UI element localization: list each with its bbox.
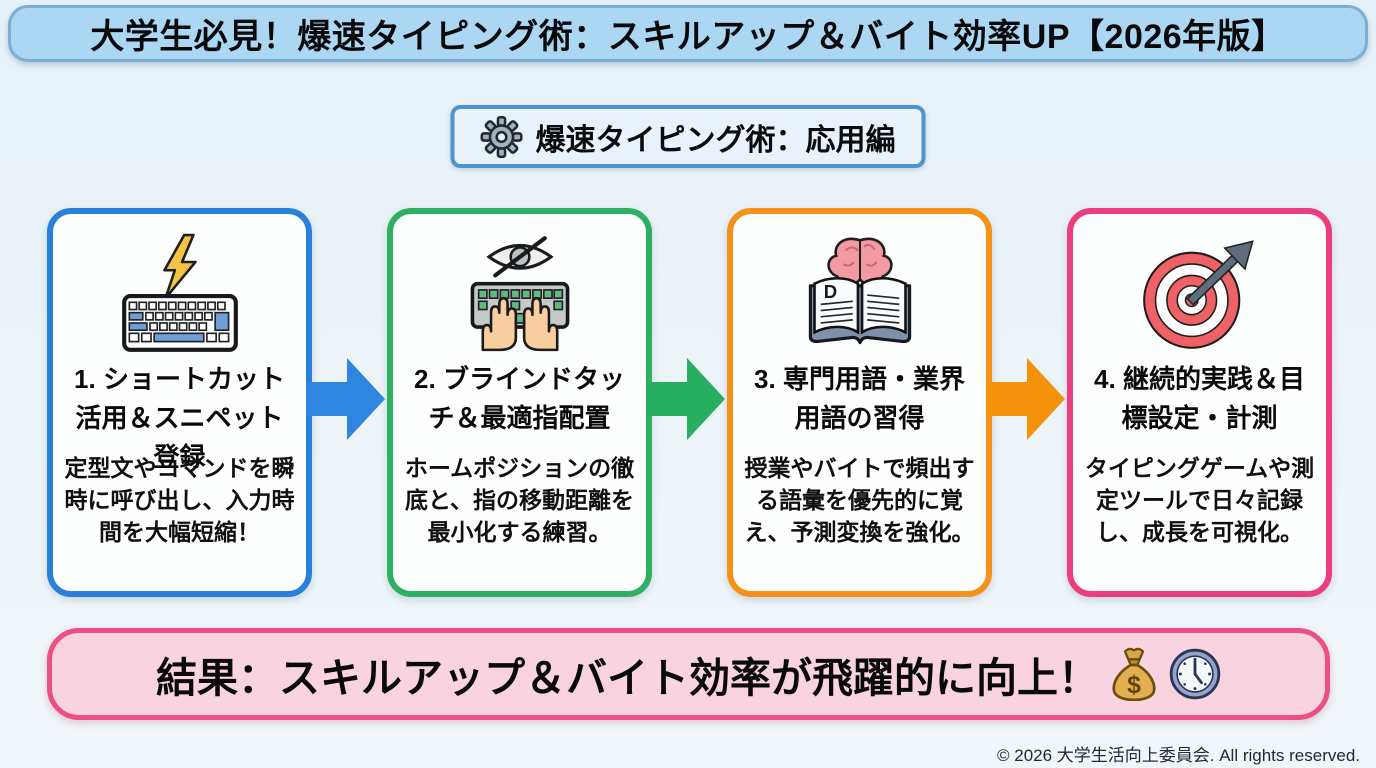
title-banner: 大学生必見！爆速タイピング術：スキルアップ＆バイト効率UP【2026年版】: [8, 5, 1368, 62]
page-title: 大学生必見！爆速タイピング術：スキルアップ＆バイト効率UP【2026年版】: [90, 18, 1286, 56]
step-title: 1. ショートカット活用＆スニペット登録: [74, 364, 285, 472]
svg-text:$: $: [1127, 672, 1141, 699]
blind-touch-keyboard-icon: [409, 226, 630, 354]
svg-text:D: D: [823, 281, 836, 302]
step-description: タイピングゲームや測定ツールで日々記録し、成長を可視化。: [1084, 455, 1315, 545]
step-description: 定型文やコマンドを瞬時に呼び出し、入力時間を大幅短縮！: [64, 455, 295, 545]
clock-icon: [1169, 648, 1221, 700]
step-description: ホームポジションの徹底と、指の移動距離を最小化する練習。: [404, 455, 635, 545]
money-bag-icon: $: [1109, 647, 1159, 701]
subheader-box: 爆速タイピング術：応用編: [450, 105, 926, 168]
gear-icon: [480, 115, 523, 158]
step-card-2: 2. ブラインドタッチ＆最適指配置 ホームポジションの徹底と、指の移動距離を最小…: [387, 208, 652, 597]
target-arrow-icon: [1089, 226, 1310, 354]
copyright-text: © 2026 大学生活向上委員会. All rights reserved.: [996, 746, 1360, 765]
flow-arrow-2: [646, 358, 725, 440]
flow-arrow-1: [306, 358, 385, 440]
step-description: 授業やバイトで頻出する語彙を優先的に覚え、予測変換を強化。: [744, 455, 975, 545]
result-text: 結果：スキルアップ＆バイト効率が飛躍的に向上！: [156, 655, 1099, 701]
result-banner: 結果：スキルアップ＆バイト効率が飛躍的に向上！ $: [47, 628, 1330, 720]
step-title: 4. 継続的実践＆目標設定・計測: [1094, 364, 1305, 433]
step-title: 2. ブラインドタッチ＆最適指配置: [414, 364, 625, 433]
step-card-4: 4. 継続的実践＆目標設定・計測 タイピングゲームや測定ツールで日々記録し、成長…: [1067, 208, 1332, 597]
step-title: 3. 専門用語・業界用語の習得: [754, 364, 965, 433]
book-brain-icon: D: [749, 226, 970, 354]
step-card-1: 1. ショートカット活用＆スニペット登録 定型文やコマンドを瞬時に呼び出し、入力…: [47, 208, 312, 597]
keyboard-lightning-icon: [69, 226, 290, 354]
step-card-3: D 3. 専門用語・業界用語の習得 授業やバイトで頻出する語彙を優先的に覚え、予…: [727, 208, 992, 597]
flow-arrow-3: [986, 358, 1065, 440]
subheader-label: 爆速タイピング術：応用編: [535, 123, 896, 157]
